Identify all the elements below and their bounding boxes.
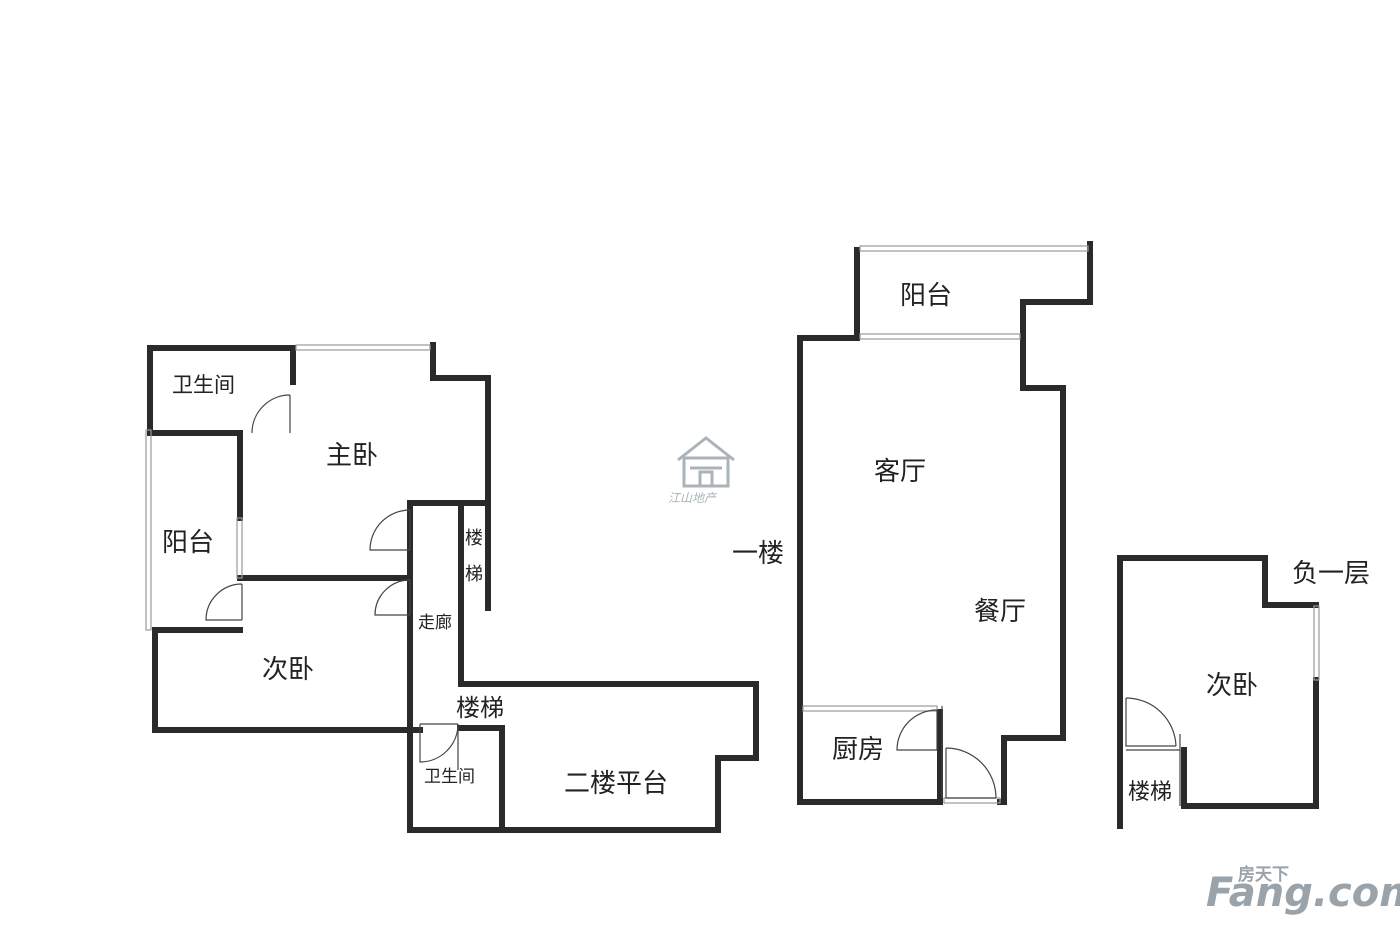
floor-label-first: 一楼 xyxy=(732,539,784,569)
door-swing xyxy=(419,723,459,763)
house-logo-icon xyxy=(677,436,735,488)
wall xyxy=(997,241,1093,805)
window xyxy=(859,333,1021,340)
room-label-dining-room: 餐厅 xyxy=(974,597,1026,627)
window xyxy=(236,517,243,579)
room-label-balcony: 阳台 xyxy=(900,281,952,311)
room-label-kitchen: 厨房 xyxy=(832,735,884,765)
wall xyxy=(1181,677,1319,809)
wall xyxy=(797,247,943,805)
window xyxy=(1313,605,1320,681)
upper-floor-plan: 卫生间 主卧 阳台 次卧 走廊 楼 梯 楼梯 卫生间 二楼平台 xyxy=(145,342,759,833)
room-label-master-bedroom: 主卧 xyxy=(326,441,378,471)
watermark-cn: 房天下 xyxy=(1238,864,1289,885)
room-label-stairs-char-2: 梯 xyxy=(465,564,483,585)
door-swing xyxy=(1125,697,1177,747)
room-label-second-bedroom: 次卧 xyxy=(262,655,314,685)
door-swing xyxy=(369,509,411,551)
basement-plan: 负一层 次卧 楼梯 xyxy=(1117,555,1370,829)
window xyxy=(802,705,938,712)
room-label-bathroom-2: 卫生间 xyxy=(424,767,475,787)
watermark-brand: Fang.com xyxy=(1206,870,1400,916)
door-swing xyxy=(945,747,997,799)
wall xyxy=(407,725,505,833)
room-label-living-room: 客厅 xyxy=(874,457,926,487)
wall xyxy=(1117,555,1319,829)
fang-watermark: 房天下 Fang.com xyxy=(1206,864,1400,916)
door-swing xyxy=(205,583,243,621)
door-swing xyxy=(251,394,291,434)
first-floor-plan: 一楼 阳台 客厅 餐厅 厨房 xyxy=(732,241,1093,805)
window xyxy=(859,245,1089,252)
room-label-second-bedroom: 次卧 xyxy=(1206,671,1258,701)
room-label-stairs: 楼梯 xyxy=(456,694,504,722)
door-swing xyxy=(896,709,938,751)
window xyxy=(145,429,152,631)
wall xyxy=(458,681,759,833)
wall xyxy=(430,342,491,508)
room-label-terrace: 二楼平台 xyxy=(564,769,668,799)
wall xyxy=(152,627,413,733)
door-swing xyxy=(374,579,411,616)
room-label-bathroom: 卫生间 xyxy=(172,373,235,397)
room-label-stairs-char-1: 楼 xyxy=(465,528,483,549)
room-label-corridor: 走廊 xyxy=(418,613,452,633)
window xyxy=(943,797,1001,804)
room-label-balcony: 阳台 xyxy=(162,528,214,558)
logo-text: 江山地产 xyxy=(668,491,717,505)
room-label-stairs: 楼梯 xyxy=(1128,780,1172,805)
window xyxy=(295,344,431,351)
floor-label-basement: 负一层 xyxy=(1292,559,1370,589)
